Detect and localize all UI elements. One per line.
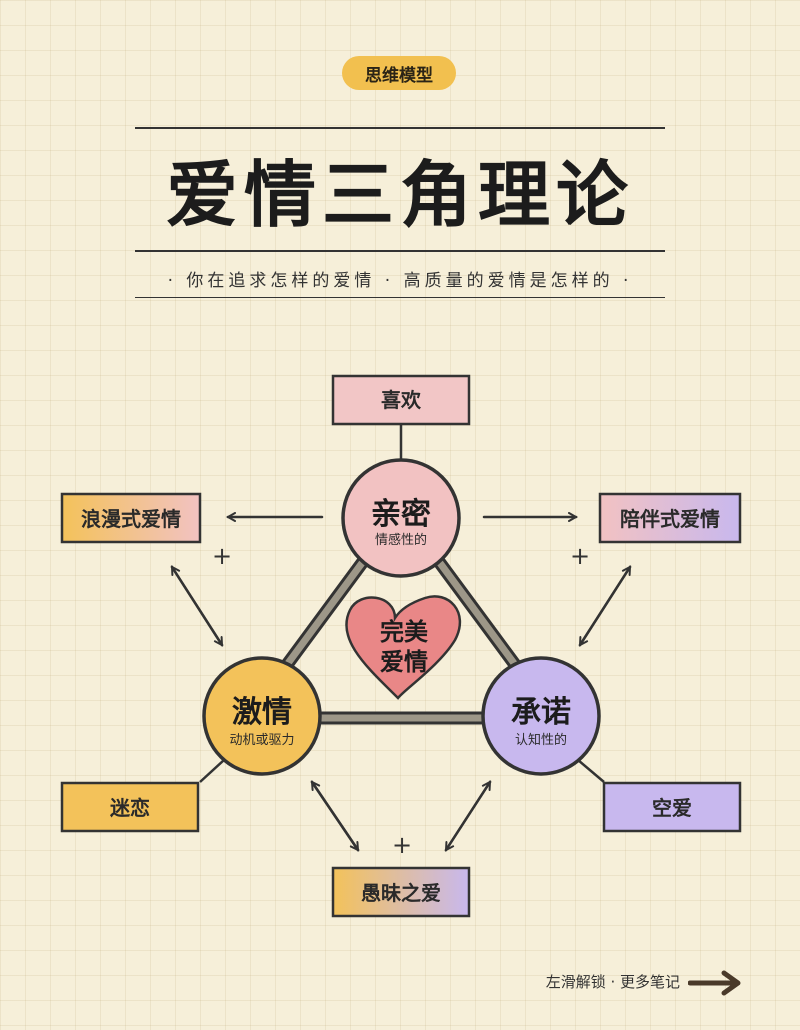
svg-text:愚昧之爱: 愚昧之爱 xyxy=(361,881,441,905)
box-infatuation: 迷恋 xyxy=(60,781,200,833)
title-rule-top xyxy=(135,127,665,129)
svg-text:认知性的: 认知性的 xyxy=(515,732,567,748)
arrow-companionate-down xyxy=(578,565,632,645)
box-fatuous: 愚昧之爱 xyxy=(331,866,471,918)
heart-perfect-love: 完美 爱情 xyxy=(345,595,462,700)
svg-text:浪漫式爱情: 浪漫式爱情 xyxy=(81,507,181,531)
svg-text:爱情: 爱情 xyxy=(380,647,428,676)
triangle-edges-fill xyxy=(282,559,520,722)
page-subtitle: · 你在追求怎样的爱情 · 高质量的爱情是怎样的 · xyxy=(167,271,633,291)
arrow-fatuous-right-back xyxy=(444,782,492,852)
svg-text:喜欢: 喜欢 xyxy=(381,388,422,412)
page-title: 爱情三角理论 xyxy=(165,152,634,237)
node-intimacy: 亲密 情感性的 xyxy=(341,458,461,578)
arrow-fatuous-left-back xyxy=(310,782,360,852)
svg-text:激情: 激情 xyxy=(232,695,292,730)
arrow-romantic-down xyxy=(170,565,224,645)
svg-text:完美: 完美 xyxy=(380,617,428,646)
title-rule-top-tick xyxy=(135,127,149,129)
plus-sign-companionate: + xyxy=(570,542,590,570)
svg-text:动机或驱力: 动机或驱力 xyxy=(229,733,294,748)
plus-sign-romantic: + xyxy=(212,542,232,570)
svg-text:陪伴式爱情: 陪伴式爱情 xyxy=(620,507,720,531)
topic-badge: 思维模型 xyxy=(342,56,456,90)
node-passion: 激情 动机或驱力 xyxy=(202,656,322,776)
box-companionate: 陪伴式爱情 xyxy=(598,492,742,544)
connector-lines xyxy=(199,425,605,783)
relationship-arrows xyxy=(170,517,632,852)
arrow-right-icon[interactable] xyxy=(688,968,744,998)
box-empty-love: 空爱 xyxy=(602,781,742,833)
svg-text:情感性的: 情感性的 xyxy=(375,532,427,548)
box-romantic: 浪漫式爱情 xyxy=(60,492,202,544)
node-commitment: 承诺 认知性的 xyxy=(481,656,601,776)
box-liking: 喜欢 xyxy=(331,374,471,426)
svg-text:迷恋: 迷恋 xyxy=(109,796,150,820)
title-rule-middle xyxy=(135,250,665,252)
plus-sign-fatuous: + xyxy=(392,831,412,859)
svg-text:空爱: 空爱 xyxy=(652,796,692,820)
title-rule-bottom xyxy=(135,297,665,298)
svg-text:亲密: 亲密 xyxy=(371,497,431,532)
svg-text:承诺: 承诺 xyxy=(511,695,571,730)
footer-hint: 左滑解锁 · 更多笔记 xyxy=(545,973,680,991)
